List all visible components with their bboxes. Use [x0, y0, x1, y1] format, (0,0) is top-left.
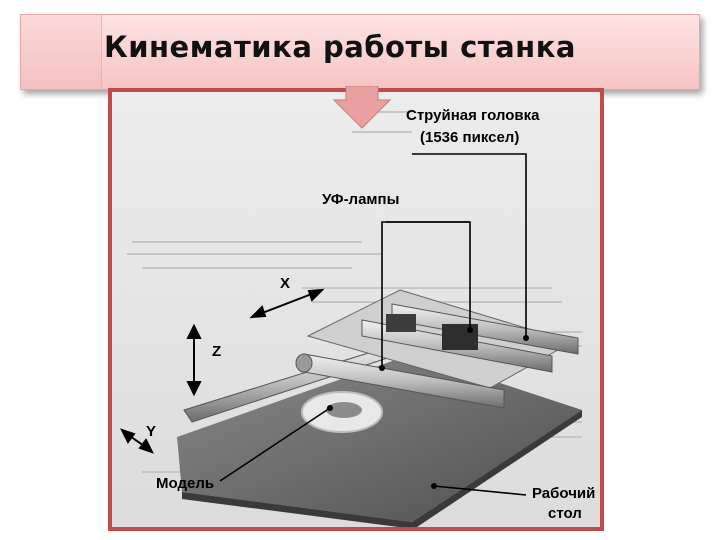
axis-arrows [120, 288, 325, 454]
down-arrow-icon [332, 86, 392, 129]
machine-photo-frame: Струйная головка (1536 пиксел) УФ-лампы … [108, 88, 604, 531]
model-label: Модель [156, 475, 214, 492]
z-axis-head-b [186, 381, 202, 397]
print-head-leader [412, 153, 527, 338]
title-accent-strip [21, 15, 102, 89]
slide-title: Кинематика работы станка [104, 30, 576, 64]
uv-lamp-dot-left [379, 365, 385, 371]
model-core [326, 402, 362, 418]
uv-lamp-unit [386, 314, 416, 332]
print-head-label-line2: (1536 пиксел) [420, 129, 519, 146]
print-head-label-line1: Струйная головка [406, 107, 540, 124]
work-table-dot [431, 483, 437, 489]
y-axis-head-a [120, 428, 136, 444]
work-table-leader [433, 485, 527, 496]
uv-lamp-dot-right [467, 327, 473, 333]
axis-y-label: Y [146, 423, 156, 440]
work-table-label-line1: Рабочий [532, 485, 595, 502]
axis-z-label: Z [212, 343, 221, 360]
work-table-label-line2: стол [548, 505, 582, 522]
print-head [442, 324, 478, 350]
axis-x-label: X [280, 275, 290, 292]
uv-lamp-leader-left [381, 221, 470, 368]
uv-lamps-label: УФ-лампы [322, 191, 399, 208]
y-axis-head-b [138, 438, 154, 454]
z-axis-head-a [186, 323, 202, 339]
x-beam-end [295, 353, 313, 373]
x-axis-head-b [307, 288, 325, 302]
model-leader [219, 407, 331, 482]
machine-kinematics-figure: Струйная головка (1536 пиксел) УФ-лампы … [112, 92, 600, 527]
x-axis-head-a [249, 305, 267, 319]
work-table-edge [182, 410, 582, 527]
print-head-dot [523, 335, 529, 341]
model-dot [327, 405, 333, 411]
leader-lines [219, 153, 527, 496]
title-banner [20, 14, 700, 90]
